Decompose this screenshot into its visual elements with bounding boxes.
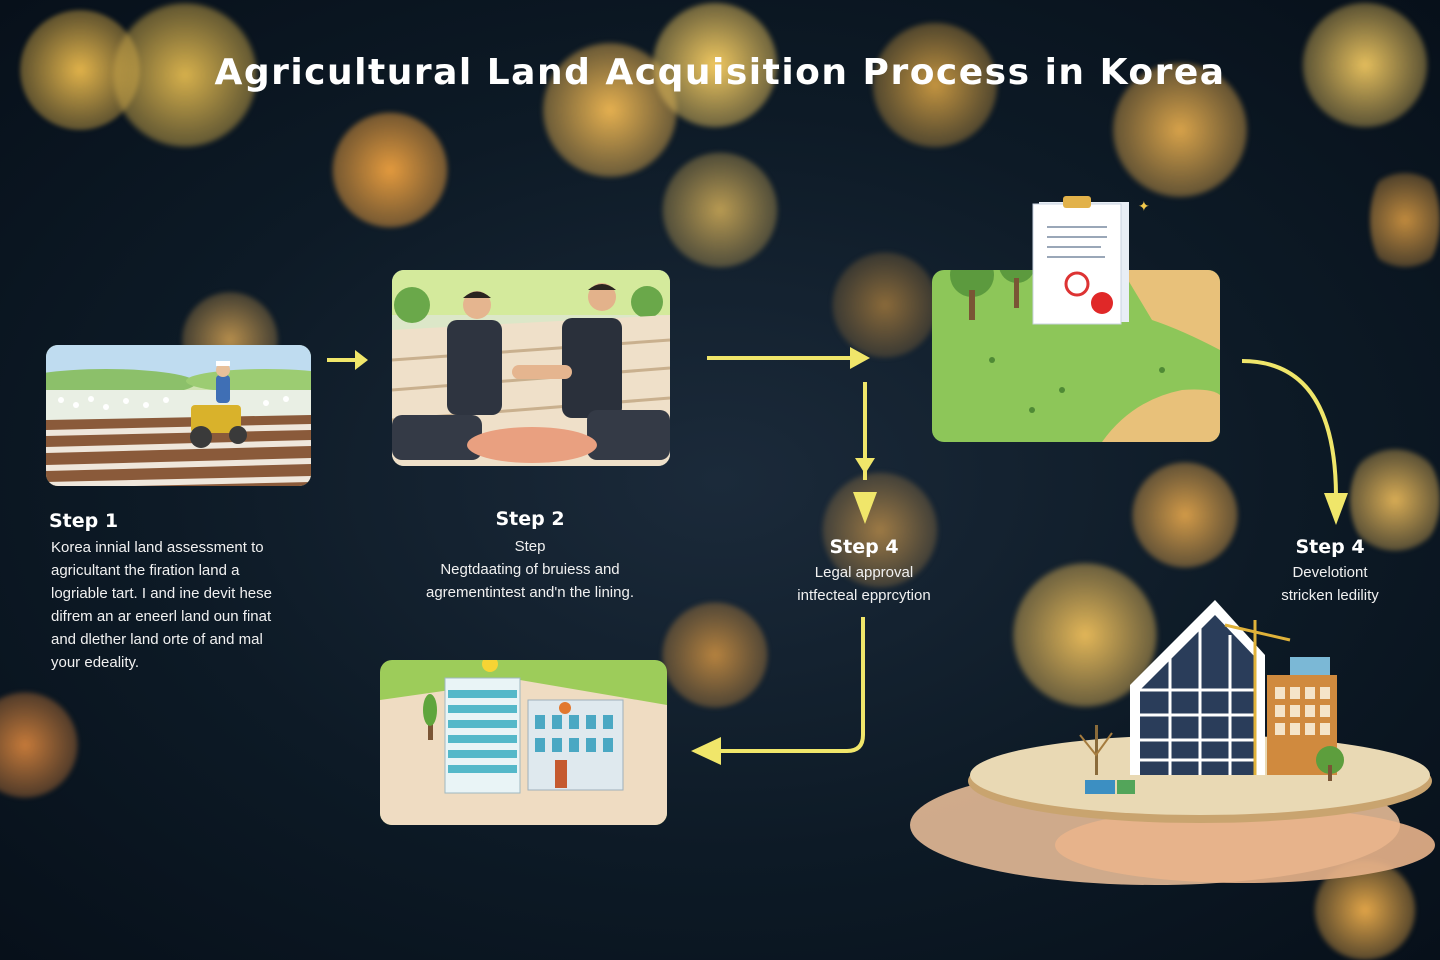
curved-arrow-down-icon bbox=[1241, 359, 1348, 525]
description-line: Step bbox=[514, 538, 546, 555]
step-3-description: Legal approval intfecteal epprcytion bbox=[764, 561, 964, 607]
description-line: agrementintest and'n the lining. bbox=[425, 584, 634, 601]
bokeh-light bbox=[0, 690, 80, 800]
bokeh-light bbox=[1110, 60, 1250, 200]
return-arrow-left-icon bbox=[691, 617, 865, 765]
description-line: Korea innial land assessment to bbox=[51, 539, 264, 556]
construction-on-hand-illustration bbox=[910, 600, 1435, 885]
description-line: Negtdaating of bruiess and bbox=[440, 561, 620, 578]
bokeh-light bbox=[820, 470, 940, 590]
bokeh-light bbox=[110, 0, 260, 150]
description-line: your edeality. bbox=[51, 654, 140, 671]
description-line: difrem an ar eneerl land oun finat bbox=[51, 608, 272, 625]
description-line: and dlether land orte of and mal bbox=[51, 631, 263, 648]
bokeh-light bbox=[1300, 0, 1430, 130]
arrow-right-icon bbox=[327, 350, 368, 370]
bokeh-light bbox=[1130, 460, 1240, 570]
description-line: agricultant the firation land a bbox=[51, 562, 240, 579]
step-4-label: Step 4 bbox=[1295, 536, 1365, 558]
bokeh-light bbox=[660, 600, 770, 710]
step-2-label: Step 2 bbox=[495, 508, 565, 530]
description-line: logriable tart. I and ine devit hese bbox=[51, 585, 272, 602]
arrow-down-icon bbox=[853, 382, 877, 524]
sparkle-icon: ✦ bbox=[1138, 198, 1150, 214]
bokeh-light bbox=[650, 0, 780, 130]
description-line: stricken ledility bbox=[1281, 587, 1379, 604]
bokeh-light bbox=[830, 250, 940, 360]
bokeh-light bbox=[660, 150, 780, 270]
farmer-tractor-field-illustration bbox=[46, 345, 311, 486]
office-buildings-illustration bbox=[380, 660, 667, 825]
step-2-description: Step Negtdaating of bruiess and agrement… bbox=[380, 535, 680, 604]
step-1-label: Step 1 bbox=[49, 510, 119, 532]
bokeh-light bbox=[1370, 160, 1440, 280]
step-1-description: Korea innial land assessment to agricult… bbox=[51, 536, 331, 674]
page-title: Agricultural Land Acquisition Process in… bbox=[214, 52, 1226, 93]
bokeh-light bbox=[330, 110, 450, 230]
description-line: Develotiont bbox=[1292, 564, 1368, 581]
description-line: intfecteal epprcytion bbox=[797, 587, 931, 604]
step-4-description: Develotiont stricken ledility bbox=[1230, 561, 1430, 607]
handshake-illustration bbox=[392, 270, 670, 466]
certificate-land-illustration bbox=[932, 270, 1220, 442]
description-line: Legal approval bbox=[814, 564, 914, 581]
certificate-document-icon bbox=[1032, 196, 1129, 325]
arrow-right-icon bbox=[707, 347, 870, 369]
bokeh-light bbox=[870, 20, 1000, 150]
step-3-label: Step 4 bbox=[829, 536, 899, 558]
bokeh-light bbox=[1350, 440, 1440, 560]
